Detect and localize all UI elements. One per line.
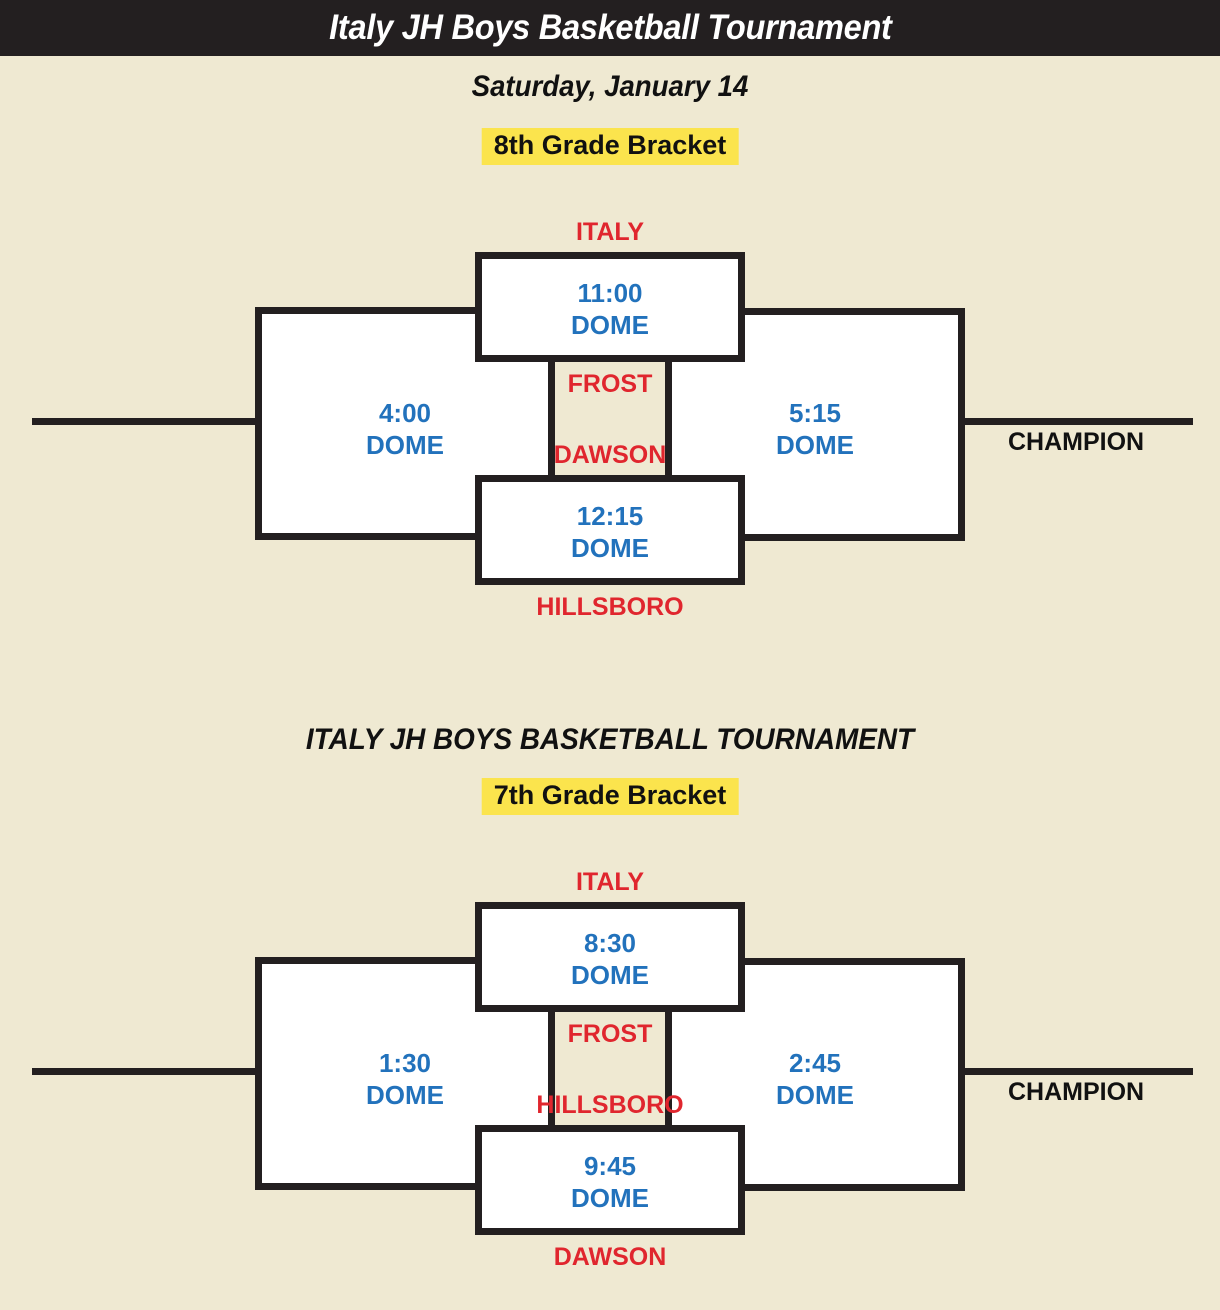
team-top-lower: FROST	[567, 1020, 653, 1048]
game-semifinal-bottom: 12:15 DOME	[475, 501, 745, 564]
game-venue: DOME	[571, 532, 649, 563]
semifinal-bottom-box	[475, 475, 745, 585]
game-final: 5:15 DOME	[665, 398, 965, 461]
game-semifinal-top: 8:30 DOME	[475, 928, 745, 991]
section-title-7th: ITALY JH BOYS BASKETBALL TOURNAMENT	[305, 723, 915, 756]
tournament-date: Saturday, January 14	[471, 70, 749, 103]
bracket-8th-grade: ITALY FROST DAWSON HILLSBORO 11:00 DOME …	[0, 215, 1220, 635]
team-top-lower: FROST	[567, 370, 653, 398]
game-venue: DOME	[366, 1079, 444, 1110]
team-bottom-upper: HILLSBORO	[536, 1091, 684, 1119]
bracket-entry-line	[32, 418, 259, 425]
champion-label: CHAMPION	[1008, 1078, 1145, 1106]
game-venue: DOME	[776, 429, 854, 460]
game-semifinal-top: 11:00 DOME	[475, 278, 745, 341]
champion-line	[961, 1068, 1193, 1075]
team-bottom-lower: DAWSON	[553, 1243, 667, 1271]
champion-label: CHAMPION	[1008, 428, 1145, 456]
game-time: 8:30	[583, 928, 637, 958]
team-top-upper: ITALY	[575, 218, 645, 246]
team-bottom-lower: HILLSBORO	[536, 593, 684, 621]
bracket-7th-grade: ITALY FROST HILLSBORO DAWSON 8:30 DOME 9…	[0, 865, 1220, 1285]
bracket-entry-line	[32, 1068, 259, 1075]
champion-line	[961, 418, 1193, 425]
game-time: 12:15	[576, 501, 644, 531]
game-time: 9:45	[583, 1151, 637, 1181]
semifinal-top-box	[475, 252, 745, 362]
team-top-upper: ITALY	[575, 868, 645, 896]
semifinal-bottom-box	[475, 1125, 745, 1235]
game-time: 5:15	[788, 398, 842, 428]
page-title: Italy JH Boys Basketball Tournament	[328, 8, 892, 47]
game-final: 2:45 DOME	[665, 1048, 965, 1111]
team-bottom-upper: DAWSON	[553, 441, 667, 469]
grade-label-7th: 7th Grade Bracket	[481, 778, 739, 815]
game-venue: DOME	[571, 959, 649, 990]
game-left: 4:00 DOME	[255, 398, 555, 461]
game-venue: DOME	[571, 1182, 649, 1213]
game-left: 1:30 DOME	[255, 1048, 555, 1111]
game-time: 11:00	[577, 278, 643, 308]
game-semifinal-bottom: 9:45 DOME	[475, 1151, 745, 1214]
page-title-banner: Italy JH Boys Basketball Tournament	[0, 0, 1220, 56]
game-time: 2:45	[788, 1048, 842, 1078]
grade-label-8th: 8th Grade Bracket	[481, 128, 739, 165]
game-venue: DOME	[571, 309, 649, 340]
game-venue: DOME	[776, 1079, 854, 1110]
game-venue: DOME	[366, 429, 444, 460]
semifinal-top-box	[475, 902, 745, 1012]
game-time: 1:30	[378, 1048, 432, 1078]
game-time: 4:00	[378, 398, 432, 428]
